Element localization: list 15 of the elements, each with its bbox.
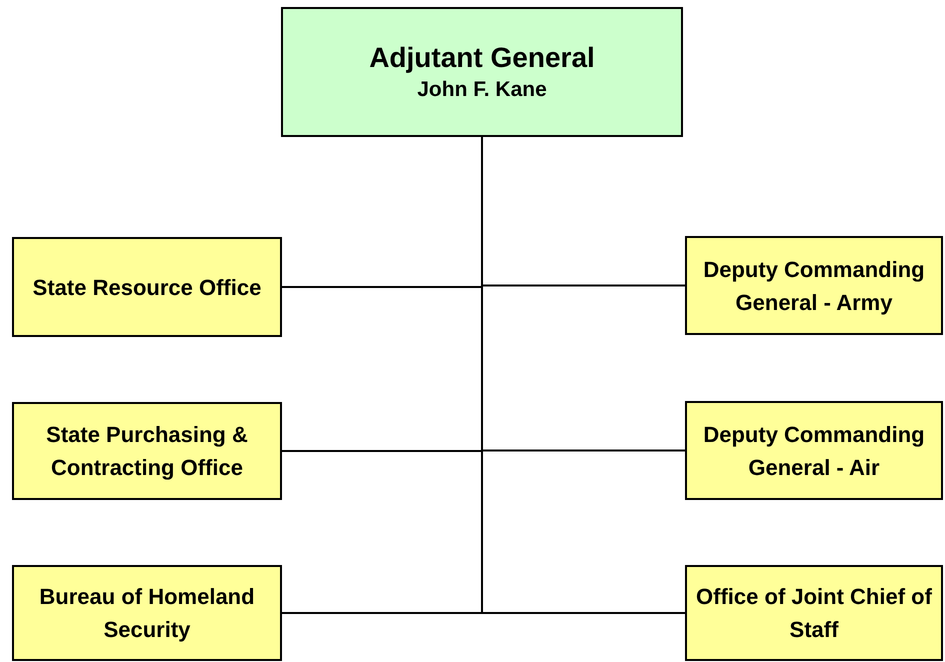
- office-name: Deputy Commanding General - Air: [702, 420, 926, 482]
- office-box: [12, 402, 282, 500]
- office-box: [12, 237, 282, 337]
- office-name: Bureau of Homeland Security: [38, 583, 256, 644]
- office-name: State Purchasing & Contracting Office: [45, 421, 249, 482]
- office-name: Office of Joint Chief of Staff: [695, 583, 933, 644]
- office-box: [12, 565, 282, 661]
- name-text: John F. Kane: [417, 78, 547, 102]
- title-text: Adjutant General: [369, 42, 595, 74]
- office-name: State Resource Office: [32, 274, 262, 302]
- office-box: [685, 236, 943, 335]
- office-box: [685, 565, 943, 661]
- leader-box: [281, 7, 683, 137]
- office-box: [685, 401, 943, 500]
- office-name: Deputy Commanding General - Army: [702, 256, 926, 317]
